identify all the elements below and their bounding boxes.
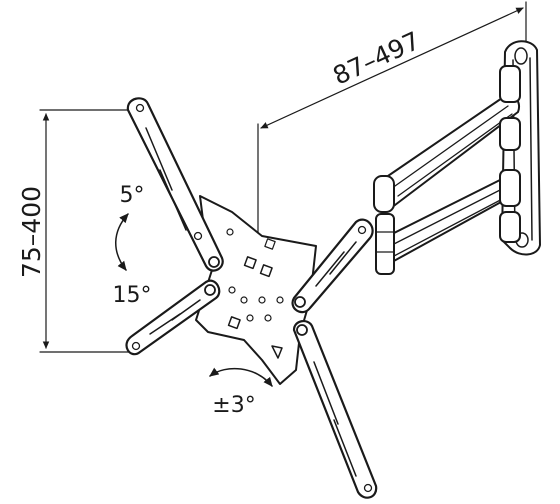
lower-arm [376,169,521,264]
width-dimension-label: 87–497 [329,26,425,91]
rotation-angle-label: ±3° [212,393,255,418]
bracket-lower-left [125,279,221,356]
tilt-down-angle-label: 15° [113,283,152,308]
tilt-indicator: 5° 15° [113,183,152,308]
bracket-upper-left [126,97,224,272]
bracket-upper-right [291,218,374,314]
bracket-lower-right [292,320,378,499]
height-dimension-label: 75–400 [17,186,46,278]
tilt-up-angle-label: 5° [120,183,145,208]
pivot-column [373,175,395,275]
rotation-indicator: ±3° [209,367,273,418]
height-dimension: 75–400 [17,109,136,353]
